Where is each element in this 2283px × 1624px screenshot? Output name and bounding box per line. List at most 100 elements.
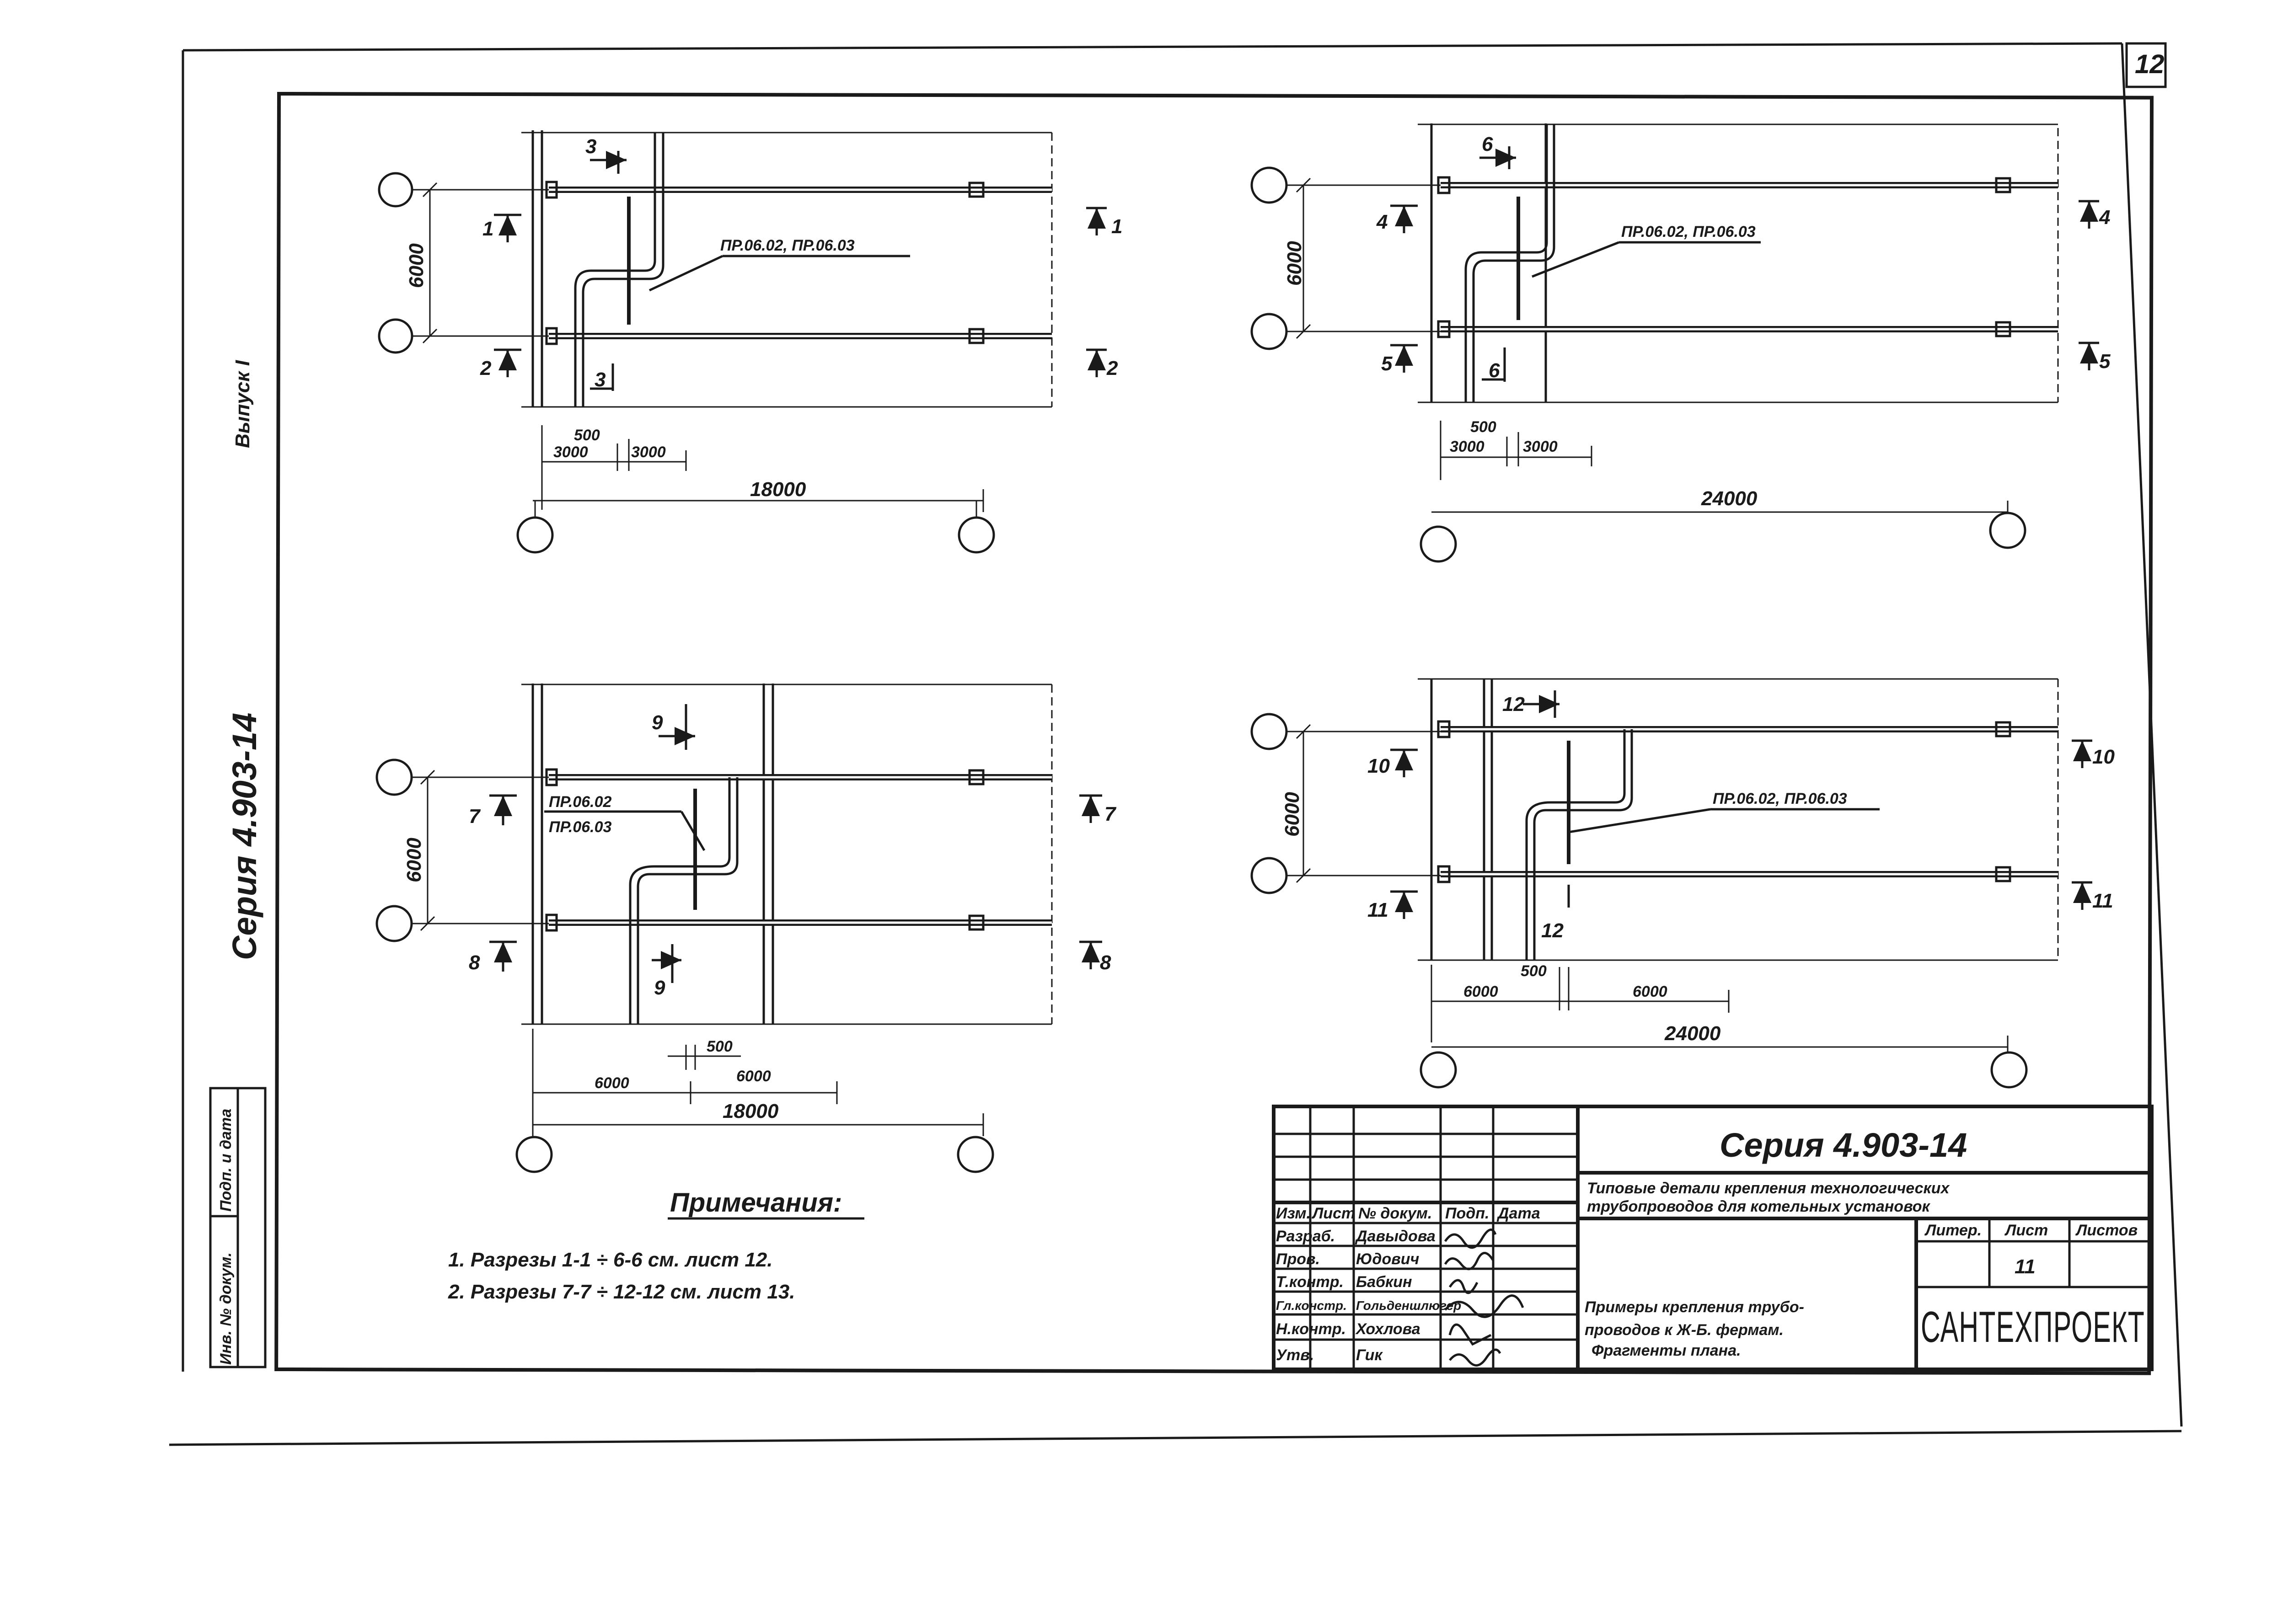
section-label-b-right: 11 xyxy=(2092,890,2113,912)
hdr-izm: Изм. xyxy=(1276,1205,1311,1222)
dim-spacing: 6000 xyxy=(1283,241,1306,286)
hdr-list: Лист xyxy=(1311,1205,1355,1222)
name-4: Хохлова xyxy=(1355,1320,1420,1338)
title-series: Серия 4.903-14 xyxy=(1720,1126,1967,1164)
dim-span: 18000 xyxy=(750,478,806,501)
cut-label-top: 12 xyxy=(1502,693,1525,716)
role-3: Гл.констр. xyxy=(1276,1298,1347,1313)
side-series-label: Серия 4.903-14 xyxy=(225,713,263,960)
cut-label-top: 6 xyxy=(1482,133,1493,155)
hdr-doc: № докум. xyxy=(1358,1205,1432,1222)
dim-a: 6000 xyxy=(1463,983,1498,1000)
sheet-title-line3: Фрагменты плана. xyxy=(1592,1342,1741,1359)
signature-scribble xyxy=(1448,1279,1479,1294)
role-5: Утв. xyxy=(1276,1346,1314,1364)
dim-a: 6000 xyxy=(595,1074,629,1092)
sheet-value: 11 xyxy=(2015,1255,2036,1278)
pipe-callout: ПР.06.02, ПР.06.03 xyxy=(1713,790,1847,807)
organization-logo: САНТЕХПРОЕКТ xyxy=(1921,1303,2145,1352)
dim-span: 18000 xyxy=(723,1100,779,1122)
side-labels: Серия 4.903-14 Выпуск I Инв. № докум. По… xyxy=(209,360,267,1368)
section-label-a-left: 1 xyxy=(482,218,493,240)
role-1: Пров. xyxy=(1276,1250,1320,1268)
title-block: Изм. Лист № докум. Подп. Дата Разраб. Да… xyxy=(1272,1105,2154,1371)
dim-small: 500 xyxy=(1521,962,1547,980)
side-issue-label: Выпуск I xyxy=(231,360,254,448)
plan-fragment-4: 12 12 10 10 11 11 ПР.06.02, ПР.06.03 600… xyxy=(1250,678,2115,1089)
cut-label-bottom: 3 xyxy=(595,369,606,391)
name-0: Давыдова xyxy=(1355,1228,1436,1245)
dim-b: 6000 xyxy=(1633,983,1667,1000)
note-line-2: 2. Разрезы 7-7 ÷ 12-12 см. лист 13. xyxy=(448,1281,795,1303)
stamp-sign-label: Подп. и дата xyxy=(217,1109,235,1212)
sheets-label: Листов xyxy=(2075,1222,2138,1239)
plan-fragment-2: 6 6 4 4 5 5 ПР.06.02, ПР.06.03 6000 500 … xyxy=(1250,123,2111,563)
signature-scribble xyxy=(1448,1323,1492,1346)
dim-span: 24000 xyxy=(1701,487,1758,510)
section-label-b-left: 11 xyxy=(1367,899,1388,921)
role-4: Н.контр. xyxy=(1276,1320,1346,1338)
sheet-title-line2: проводов к Ж-Б. фермам. xyxy=(1585,1321,1784,1339)
pipe-callout-line2: ПР.06.03 xyxy=(549,818,612,836)
dim-small: 500 xyxy=(1470,418,1496,436)
cut-label-bottom: 6 xyxy=(1489,359,1500,382)
dim-small: 500 xyxy=(574,427,600,444)
section-label-b-right: 8 xyxy=(1100,951,1111,974)
pipe-callout: ПР.06.02, ПР.06.03 xyxy=(1621,223,1756,240)
dim-small: 500 xyxy=(707,1038,733,1055)
dim-a: 3000 xyxy=(553,443,588,461)
dim-spacing: 6000 xyxy=(1281,792,1303,837)
section-label-b-left: 8 xyxy=(469,951,480,974)
doc-title-line1: Типовые детали крепления технологических xyxy=(1587,1180,1951,1197)
stage-label: Литер. xyxy=(1924,1222,1982,1239)
pipe-callout-line1: ПР.06.02 xyxy=(549,793,612,811)
sheet-title-line1: Примеры крепления трубо- xyxy=(1585,1298,1804,1316)
name-5: Гик xyxy=(1356,1346,1383,1364)
dim-b: 6000 xyxy=(736,1068,771,1085)
doc-title-line2: трубопроводов для котельных установок xyxy=(1587,1198,1931,1215)
plan-fragment-1: 3 3 1 1 2 2 ПР.06.02, ПР.06.03 6000 500 … xyxy=(378,130,1122,554)
sheet-frame: 12 xyxy=(169,42,2183,1446)
hdr-podp: Подп. xyxy=(1445,1205,1489,1222)
section-label-a-left: 10 xyxy=(1367,755,1390,777)
notes-block: Примечания: 1. Разрезы 1-1 ÷ 6-6 см. лис… xyxy=(448,1188,864,1303)
dim-b: 3000 xyxy=(631,443,666,461)
section-label-b-right: 5 xyxy=(2099,350,2111,373)
section-label-a-right: 10 xyxy=(2092,746,2115,768)
section-label-b-left: 2 xyxy=(480,357,492,379)
section-label-a-right: 4 xyxy=(2099,206,2110,229)
cut-label-top: 9 xyxy=(652,711,663,734)
signature-scribble xyxy=(1444,1252,1495,1271)
dim-spacing: 6000 xyxy=(403,838,425,882)
section-label-b-right: 2 xyxy=(1106,357,1118,379)
signature-scribble xyxy=(1449,1348,1501,1367)
notes-title: Примечания: xyxy=(670,1188,842,1218)
name-3: Гольденшлюгер xyxy=(1356,1298,1461,1313)
sheet-number: 12 xyxy=(2135,49,2165,79)
dim-span: 24000 xyxy=(1664,1022,1721,1045)
role-2: Т.контр. xyxy=(1276,1273,1344,1291)
name-1: Юдович xyxy=(1356,1250,1420,1268)
cut-label-bottom: 12 xyxy=(1541,919,1564,942)
section-label-a-right: 7 xyxy=(1104,803,1117,825)
dim-a: 3000 xyxy=(1450,438,1484,455)
sheet-label: Лист xyxy=(2004,1222,2048,1239)
name-2: Бабкин xyxy=(1356,1273,1412,1291)
section-label-a-right: 1 xyxy=(1111,215,1122,238)
section-label-b-left: 5 xyxy=(1381,353,1393,375)
cut-label-top: 3 xyxy=(585,135,596,158)
plan-fragment-3: 9 9 7 7 8 8 ПР.06.02 ПР.06.03 6000 500 6… xyxy=(375,684,1117,1173)
section-label-a-left: 7 xyxy=(469,805,481,828)
signature-scribble xyxy=(1444,1229,1497,1249)
stamp-inv-label: Инв. № докум. xyxy=(217,1252,235,1365)
signature-scribble xyxy=(1444,1294,1524,1318)
cut-label-bottom: 9 xyxy=(654,977,665,999)
dim-b: 3000 xyxy=(1523,438,1558,455)
note-line-1: 1. Разрезы 1-1 ÷ 6-6 см. лист 12. xyxy=(448,1249,773,1271)
role-0: Разраб. xyxy=(1276,1228,1335,1245)
hdr-data: Дата xyxy=(1496,1205,1540,1222)
dim-spacing: 6000 xyxy=(405,243,428,288)
pipe-callout: ПР.06.02, ПР.06.03 xyxy=(720,237,855,254)
section-label-a-left: 4 xyxy=(1376,211,1388,233)
